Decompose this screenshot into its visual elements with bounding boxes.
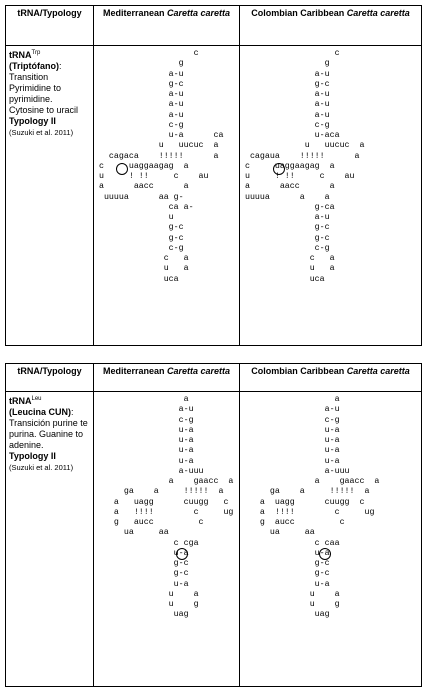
mutation-site-marker [319,548,331,560]
mutation-site-marker [176,548,188,560]
mutation-site-marker [273,163,285,175]
header-mediterranean: Mediterranean Caretta caretta [93,363,240,392]
species-name: Caretta caretta [167,8,231,18]
amino-acid-name: (Leucina CUN) [9,407,72,417]
species-name: Caretta caretta [346,8,410,18]
trna-leu-label-cell: tRNALeu (Leucina CUN): Transición purine… [5,391,94,687]
species-name: Caretta caretta [346,366,410,376]
mutation-site-marker [116,163,128,175]
typology-label: Typology II [9,451,56,461]
trna-secondary-structure: a a-u c-g u-a u-a u-a u-a a-uuu a gaacc … [259,395,380,620]
typology-label: Typology II [9,116,56,126]
header-trna-typology: tRNA/Typology [5,5,94,46]
citation: (Suzuki et al. 2011) [9,128,74,137]
trna-trp-table: tRNA/Typology Mediterranean Caretta care… [5,5,422,346]
trna-trp-label-cell: tRNATrp (Triptófano): Transition Pyrimid… [5,45,94,346]
trna-leu-mediterranean-structure-cell: a a-u c-g u-a u-a u-a u-a a-uuu a gaacc … [93,391,240,687]
species-name: Caretta caretta [167,366,231,376]
mutation-description: Transition Pyrimidine to pyrimidine. Cyt… [9,72,79,115]
amino-acid-name: (Triptófano) [9,61,59,71]
trna-leu-table: tRNA/Typology Mediterranean Caretta care… [5,363,422,687]
citation: (Suzuki et al. 2011) [9,463,74,472]
header-caribbean: Colombian Caribbean Caretta caretta [239,363,422,392]
header-mediterranean: Mediterranean Caretta caretta [93,5,240,46]
trna-trp-mediterranean-structure-cell: c g a-u g-c a-u a-u a-u c-g u-a ca u uuc… [93,45,240,346]
mutation-description: Transición purine te purina. Guanine to … [9,418,88,450]
header-caribbean: Colombian Caribbean Caretta caretta [239,5,422,46]
trna-trp-caribbean-structure-cell: c g a-u g-c a-u a-u a-u c-g u-aca u uucu… [239,45,422,346]
trna-secondary-structure: a a-u c-g u-a u-a u-a u-a a-uuu a gaacc … [113,395,234,620]
trna-secondary-structure: c g a-u g-c a-u a-u a-u c-g u-a ca u uuc… [98,49,224,284]
trna-secondary-structure: c g a-u g-c a-u a-u a-u c-g u-aca u uucu… [244,49,365,284]
trna-leu-caribbean-structure-cell: a a-u c-g u-a u-a u-a u-a a-uuu a gaacc … [239,391,422,687]
header-trna-typology: tRNA/Typology [5,363,94,392]
